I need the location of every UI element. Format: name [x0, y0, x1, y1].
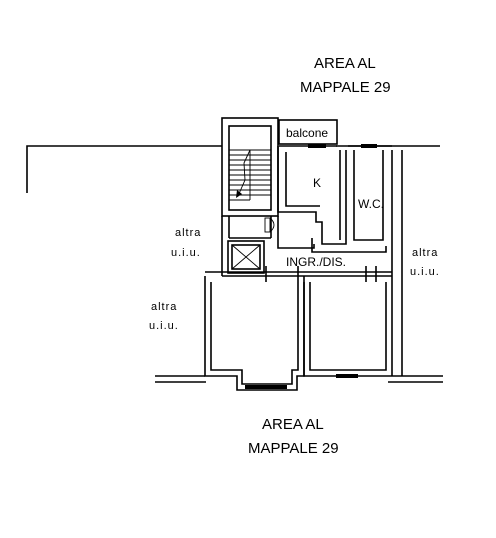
stair-treads — [229, 149, 271, 201]
lower-rooms — [204, 276, 392, 391]
altra-left-top-1: altra — [175, 227, 201, 239]
arrow-head-icon — [236, 190, 242, 198]
altra-right-1: altra — [412, 247, 438, 259]
stair-arrow-icon — [237, 149, 251, 197]
area-bottom-line1: AREA AL — [262, 416, 324, 433]
altra-left-bottom-1: altra — [151, 301, 177, 313]
altra-left-top-2: u.i.u. — [171, 247, 201, 259]
altra-left-bottom-2: u.i.u. — [149, 320, 179, 332]
elevator — [227, 240, 265, 274]
ingresso-label: INGR./DIS. — [286, 255, 346, 269]
area-top-line1: AREA AL — [314, 55, 376, 72]
balcony-label: balcone — [286, 126, 328, 140]
corridor-walls — [205, 216, 392, 282]
outer-walls — [26, 145, 443, 383]
area-bottom-line2: MAPPALE 29 — [248, 440, 339, 457]
apartment-upper-walls — [277, 144, 392, 245]
area-top-line2: MAPPALE 29 — [300, 79, 391, 96]
stair-block — [221, 117, 279, 217]
kitchen-label: K — [313, 176, 321, 190]
altra-right-2: u.i.u. — [410, 266, 440, 278]
landing — [221, 216, 275, 276]
wc-label: W.C. — [358, 197, 384, 211]
